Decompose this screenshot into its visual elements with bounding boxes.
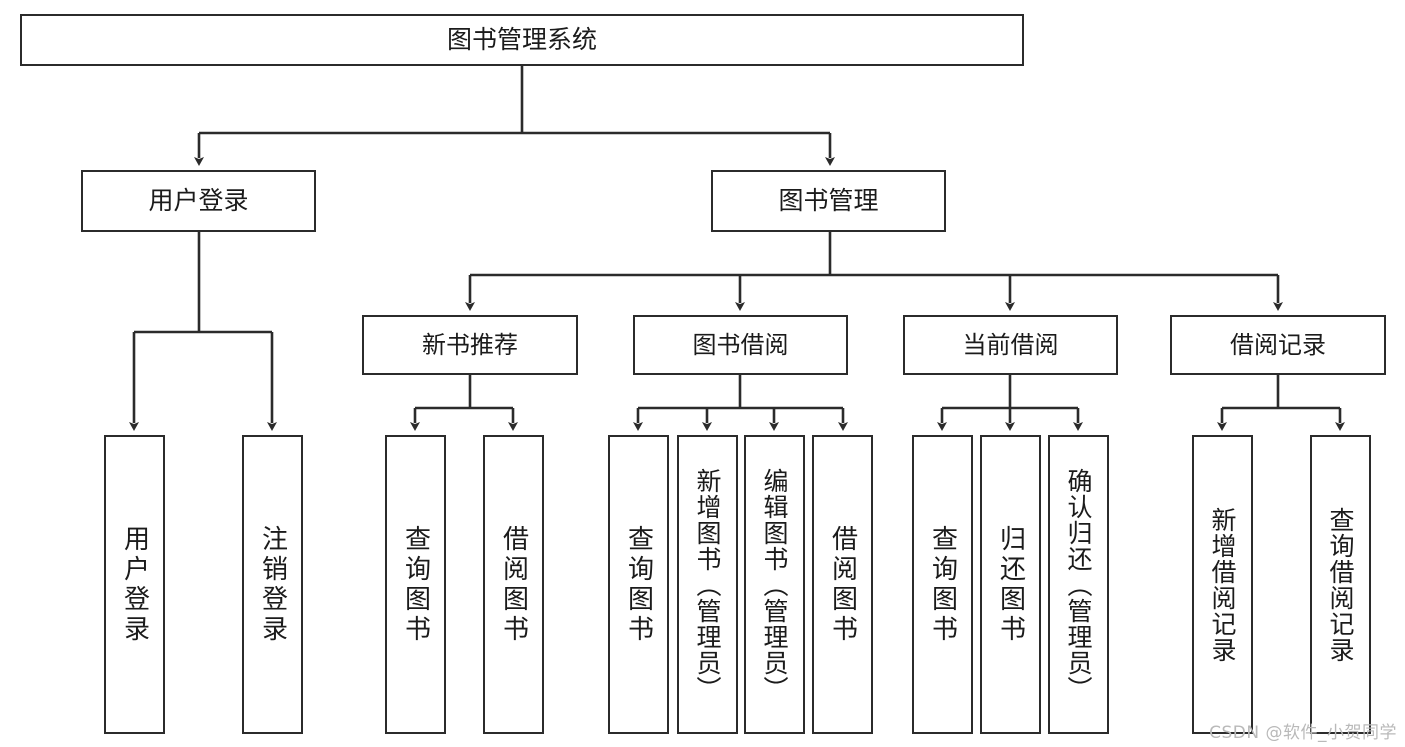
node-label: 归还图书 — [995, 524, 1026, 645]
leaf-book-borrow-edit[interactable]: 编辑图书（管理员） — [744, 435, 805, 734]
node-label: 图书管理系统 — [446, 25, 597, 55]
node-book-management[interactable]: 图书管理 — [711, 170, 946, 232]
leaf-new-book-borrow[interactable]: 借阅图书 — [483, 435, 544, 734]
leaf-new-book-query[interactable]: 查询图书 — [385, 435, 446, 734]
node-label: 借阅记录 — [1230, 330, 1326, 359]
node-root-system[interactable]: 图书管理系统 — [20, 14, 1024, 66]
node-label: 查询借阅记录 — [1326, 506, 1355, 663]
leaf-current-borrow-return[interactable]: 归还图书 — [980, 435, 1041, 734]
leaf-user-login-logout[interactable]: 注销登录 — [242, 435, 303, 734]
leaf-current-borrow-query[interactable]: 查询图书 — [912, 435, 973, 734]
leaf-book-borrow-query[interactable]: 查询图书 — [608, 435, 669, 734]
node-new-book-recommend[interactable]: 新书推荐 — [362, 315, 578, 375]
leaf-book-borrow-borrow[interactable]: 借阅图书 — [812, 435, 873, 734]
node-label: 当前借阅 — [962, 330, 1059, 359]
node-borrow-record[interactable]: 借阅记录 — [1170, 315, 1386, 375]
leaf-borrow-record-add[interactable]: 新增借阅记录 — [1192, 435, 1253, 734]
leaf-current-borrow-confirm-return[interactable]: 确认归还（管理员） — [1048, 435, 1109, 734]
node-current-borrow[interactable]: 当前借阅 — [903, 315, 1118, 375]
leaf-user-login-login[interactable]: 用户登录 — [104, 435, 165, 734]
node-label: 新书推荐 — [422, 330, 518, 359]
leaf-book-borrow-add[interactable]: 新增图书（管理员） — [677, 435, 738, 734]
node-label: 查询图书 — [400, 524, 431, 645]
node-label: 新增图书（管理员） — [693, 467, 722, 702]
node-label: 查询图书 — [623, 524, 654, 645]
node-label: 查询图书 — [927, 524, 958, 645]
node-label: 借阅图书 — [498, 524, 529, 645]
node-label: 新增借阅记录 — [1208, 506, 1237, 663]
node-label: 图书管理 — [778, 186, 879, 216]
node-label: 确认归还（管理员） — [1064, 467, 1093, 702]
node-label: 图书借阅 — [692, 330, 789, 359]
node-user-login[interactable]: 用户登录 — [81, 170, 316, 232]
node-label: 用户登录 — [148, 186, 249, 216]
node-label: 注销登录 — [257, 524, 288, 645]
node-book-borrow[interactable]: 图书借阅 — [633, 315, 848, 375]
node-label: 编辑图书（管理员） — [760, 467, 789, 702]
csdn-watermark: CSDN @软件_小贺同学 — [1209, 723, 1397, 743]
leaf-borrow-record-query[interactable]: 查询借阅记录 — [1310, 435, 1371, 734]
node-label: 借阅图书 — [827, 524, 858, 645]
node-label: 用户登录 — [119, 524, 150, 645]
